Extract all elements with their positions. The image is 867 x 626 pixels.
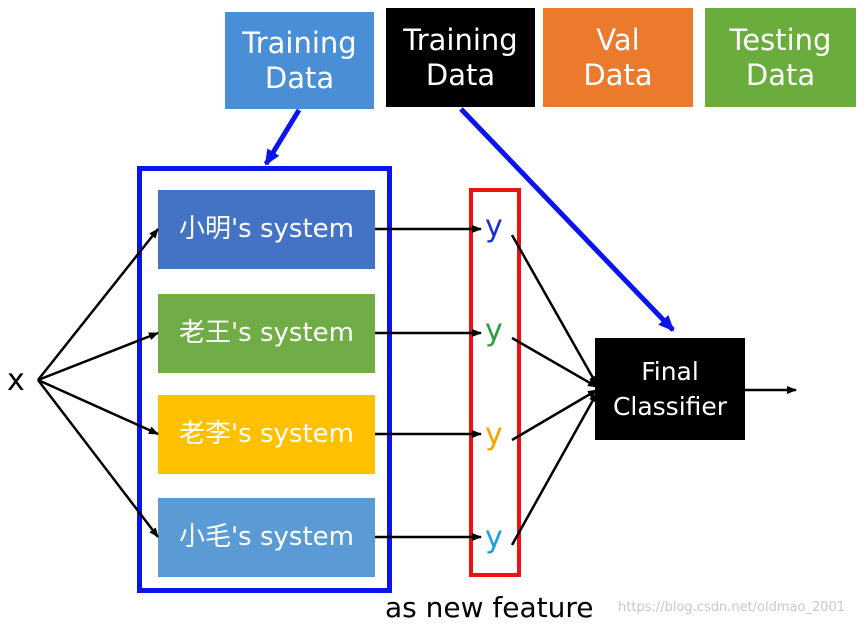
final-classifier-box: Final Classifier	[595, 338, 745, 440]
caption-as-new-feature: as new feature	[385, 591, 594, 624]
system-label-xiaoming: 小明's system	[179, 213, 354, 244]
system-box-laoli: 老李's system	[158, 395, 375, 474]
features-frame	[469, 188, 521, 577]
watermark: https://blog.csdn.net/oldmao_2001	[618, 600, 846, 615]
system-label-laoli: 老李's system	[179, 418, 354, 449]
arrow-y3-to-final	[511, 388, 598, 442]
final-classifier-line2: Classifier	[612, 392, 728, 421]
training-data-box-2-line2: Data	[425, 57, 496, 92]
arrow-x-to-system-4	[37, 379, 159, 538]
arrow-training-to-final	[459, 107, 675, 332]
output-y-2: y	[485, 313, 503, 348]
training-data-box-1-line2: Data	[264, 60, 335, 95]
output-y-4: y	[485, 520, 503, 555]
final-classifier-line1: Final	[641, 357, 699, 386]
val-data-box: Val Data	[543, 8, 693, 107]
val-data-box-line2: Data	[583, 57, 653, 92]
system-label-xiaomao: 小毛's system	[179, 521, 354, 552]
arrow-x-to-system-1	[37, 228, 159, 381]
input-x-label: x	[7, 363, 25, 398]
systems-frame	[137, 166, 392, 593]
training-data-box-2: Training Data	[386, 8, 535, 107]
output-y-1: y	[485, 209, 503, 244]
system-box-laowang: 老王's system	[158, 294, 375, 373]
training-data-box-2-line1: Training	[403, 22, 518, 57]
arrow-x-to-system-3	[37, 378, 159, 436]
arrow-y2-to-final	[511, 336, 598, 389]
arrow-y1-to-final	[510, 234, 599, 386]
system-box-xiaomao: 小毛's system	[158, 498, 375, 577]
val-data-box-line1: Val	[596, 22, 640, 57]
arrow-x-to-system-2	[37, 331, 159, 382]
testing-data-box-line2: Data	[745, 57, 816, 92]
system-label-laowang: 老王's system	[179, 317, 354, 348]
output-y-3: y	[485, 417, 503, 452]
arrow-y4-to-final	[510, 392, 599, 546]
system-box-xiaoming: 小明's system	[158, 190, 375, 269]
training-data-box-1: Training Data	[225, 12, 374, 109]
arrow-training-to-systems	[263, 108, 302, 166]
testing-data-box: Testing Data	[705, 8, 856, 107]
training-data-box-1-line1: Training	[242, 25, 357, 60]
testing-data-box-line1: Testing	[729, 22, 832, 57]
